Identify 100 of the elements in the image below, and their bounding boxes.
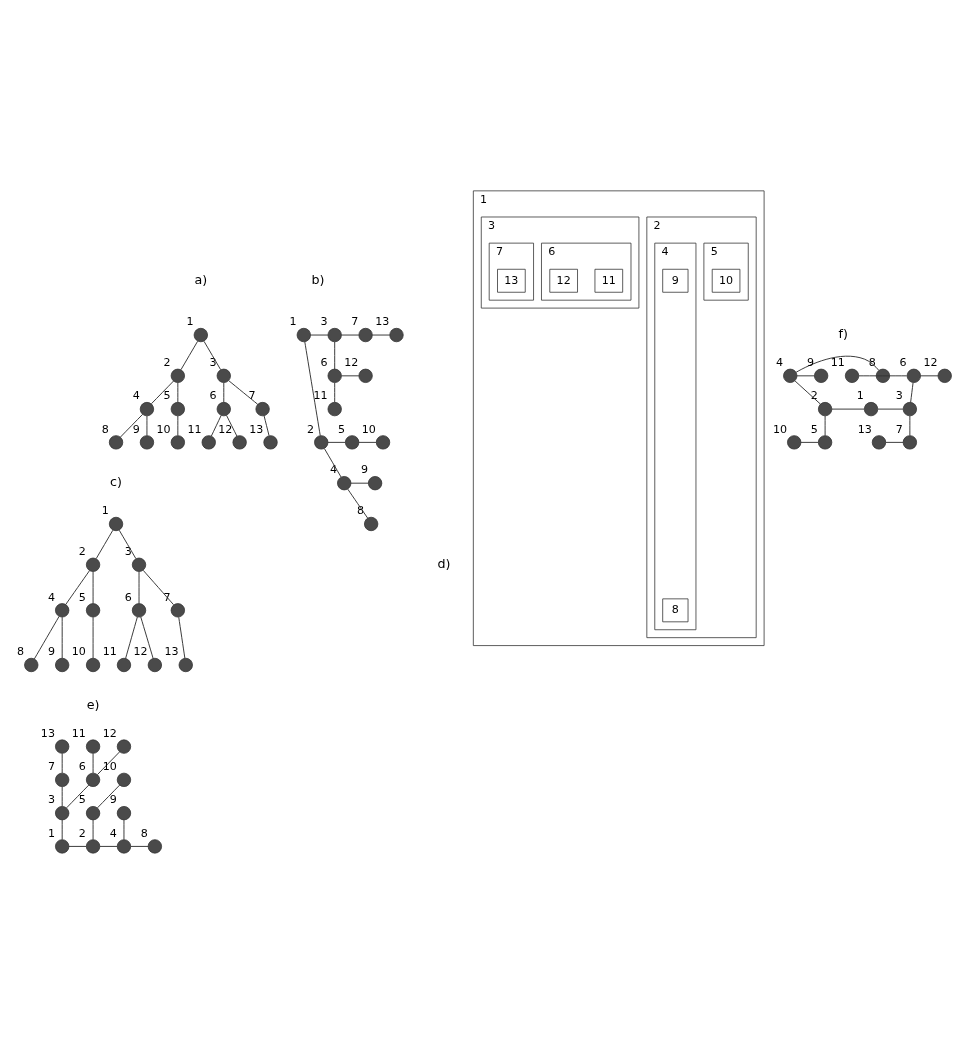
node-circle [364,516,379,532]
node-label: 1 [101,504,109,518]
node-circle [85,839,101,854]
node-label: 10 [156,422,171,436]
connector [61,819,63,840]
connector [95,529,114,560]
connector [178,616,186,659]
connector [146,415,148,436]
node-circle [85,806,101,821]
connector [263,415,270,437]
node-label: 10 [361,422,376,436]
connector [334,341,336,370]
node-label: 8 [356,504,364,518]
connector [68,845,87,847]
node-label: 11 [71,726,86,740]
node-circle [902,435,917,450]
node-circle [55,839,70,854]
node-label: 2 [78,826,86,840]
node-circle [327,327,342,343]
connector [858,375,908,377]
node-label: 8 [17,645,25,659]
node-circle [906,368,921,383]
node-circle [193,327,208,343]
node-circle [817,401,833,417]
node-label: 13 [249,422,264,436]
connector [358,441,377,443]
node-box: 9 [662,268,689,293]
node-label: 3 [320,315,328,329]
connector [795,355,880,373]
node-label: 2 [307,422,315,436]
node-box: 10 [711,268,741,293]
connector [800,441,819,443]
node-circle [296,327,311,343]
node-circle [116,739,132,754]
connector [910,382,914,403]
node-label: 8 [140,826,148,840]
label: e) [86,696,100,712]
node-box: 12 [549,268,578,293]
label: d) [437,555,451,571]
label: c) [110,474,122,490]
node-box: 8 [662,598,689,623]
node-label: 11 [102,645,117,659]
node-box: 11 [594,268,624,293]
connector [794,380,821,405]
node-label: 3 [47,793,56,807]
node-label: 10 [772,422,787,436]
node-label: 10 [102,760,117,774]
node-label: 6 [209,389,217,403]
connector [66,784,90,809]
node-circle [817,435,833,450]
node-label: 8 [101,422,109,436]
node-label: 7 [248,389,256,403]
node-label: 13 [375,315,390,329]
label: f) [838,326,849,342]
node-box: 13 [497,268,526,293]
node-label: 6 [124,590,132,604]
node-label: 7 [351,315,359,329]
connector [824,415,826,436]
node-circle [55,603,70,618]
connector [228,380,259,405]
connector [341,375,360,377]
node-circle [139,401,155,417]
node-circle [178,657,193,673]
connector [120,413,144,438]
node-circle [232,435,247,450]
node-label: 5 [78,590,86,604]
node-label: 4 [132,389,140,403]
node-circle [345,435,360,450]
connector [125,616,138,659]
node-label: 2 [163,356,171,370]
connector [99,845,118,847]
connector [334,382,336,403]
connector [150,380,175,405]
node-circle [116,806,132,821]
label: a) [194,271,208,287]
node-label: 7 [895,422,903,436]
node-label: 7 [163,590,171,604]
connector [97,784,121,809]
node-label: 3 [124,545,132,559]
connector [920,375,939,377]
connector [118,529,137,560]
node-label: 6 [78,760,86,774]
node-circle [170,368,185,383]
connector [61,616,63,659]
node-circle [375,435,391,450]
node-label: 8 [868,356,876,370]
connector [909,415,911,436]
node-label: 4 [109,826,117,840]
connector [61,786,63,807]
node-circle [116,839,132,854]
node-label: 13 [164,645,179,659]
node-label: 6 [320,356,328,370]
connector [142,569,175,606]
connector [123,819,125,840]
node-label: 1 [856,389,864,403]
node-label: 13 [40,726,55,740]
node-circle [85,603,101,618]
connector [138,571,140,604]
node-circle [263,435,278,450]
connector [347,488,369,519]
